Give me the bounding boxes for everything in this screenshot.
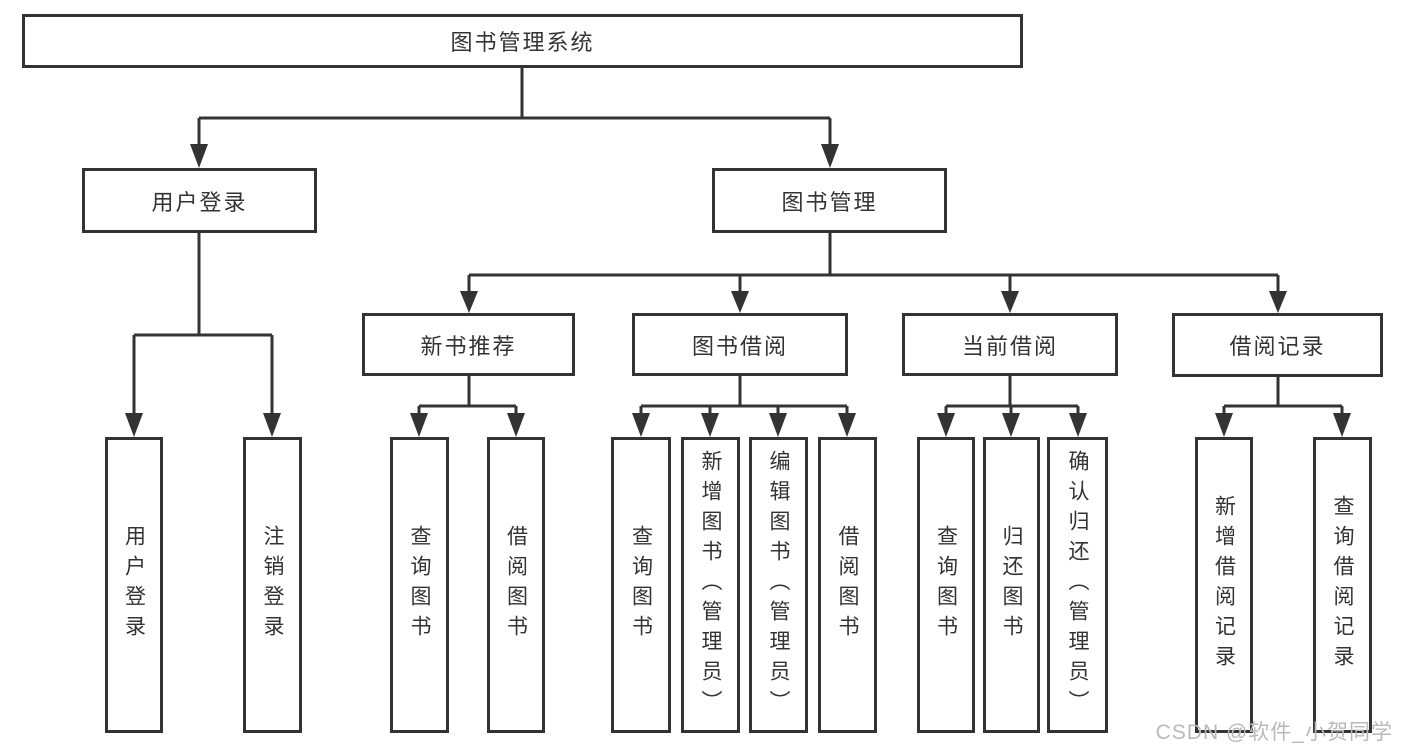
node-label: 用户登录 xyxy=(122,525,146,645)
node-label: 确认归还（管理员） xyxy=(1066,450,1089,720)
node-book-borrowing: 图书借阅 xyxy=(632,313,848,376)
node-label: 新书推荐 xyxy=(420,333,517,359)
node-logout-action: 注销登录 xyxy=(243,437,302,733)
node-new-book-recommendation: 新书推荐 xyxy=(362,313,575,376)
node-label: 图书借阅 xyxy=(691,333,788,359)
node-label: 借阅图书 xyxy=(504,525,528,645)
node-add-borrow-record: 新增借阅记录 xyxy=(1195,437,1253,733)
node-edit-books-admin: 编辑图书（管理员） xyxy=(749,437,808,733)
tree-edges xyxy=(132,68,1344,417)
node-query-books-borrowing: 查询图书 xyxy=(611,437,671,733)
arrowheads xyxy=(125,144,1351,437)
node-label: 查询借阅记录 xyxy=(1331,495,1354,675)
node-label: 图书管理系统 xyxy=(450,30,595,55)
node-label: 注销登录 xyxy=(261,525,284,645)
node-borrowing-records: 借阅记录 xyxy=(1172,313,1383,377)
watermark: CSDN @软件_小贺同学 xyxy=(1155,721,1393,744)
node-library-management-system: 图书管理系统 xyxy=(22,14,1023,68)
node-label: 归还图书 xyxy=(1000,525,1023,645)
node-label: 查询图书 xyxy=(629,525,653,645)
node-label: 借阅图书 xyxy=(836,525,859,645)
node-label: 查询图书 xyxy=(934,525,958,645)
node-query-books-recommend: 查询图书 xyxy=(390,437,449,733)
node-user-login: 用户登录 xyxy=(82,168,317,233)
node-query-books-current: 查询图书 xyxy=(917,437,975,733)
node-label: 新增借阅记录 xyxy=(1212,495,1236,675)
node-borrow-books-borrowing: 借阅图书 xyxy=(818,437,877,733)
node-add-books-admin: 新增图书（管理员） xyxy=(681,437,740,733)
node-label: 编辑图书（管理员） xyxy=(767,450,790,720)
node-return-books: 归还图书 xyxy=(983,437,1040,733)
node-label: 查询图书 xyxy=(408,525,431,645)
node-query-borrow-record: 查询借阅记录 xyxy=(1313,437,1372,733)
node-borrow-books-recommend: 借阅图书 xyxy=(487,437,545,733)
node-book-management: 图书管理 xyxy=(712,168,947,233)
node-label: 新增图书（管理员） xyxy=(699,450,722,720)
node-label: 借阅记录 xyxy=(1229,334,1326,359)
node-confirm-return-admin: 确认归还（管理员） xyxy=(1047,437,1108,733)
node-label: 用户登录 xyxy=(151,189,248,215)
node-user-login-action: 用户登录 xyxy=(105,437,163,733)
node-current-borrowing: 当前借阅 xyxy=(902,313,1118,376)
node-label: 当前借阅 xyxy=(961,333,1058,359)
node-label: 图书管理 xyxy=(781,189,878,215)
